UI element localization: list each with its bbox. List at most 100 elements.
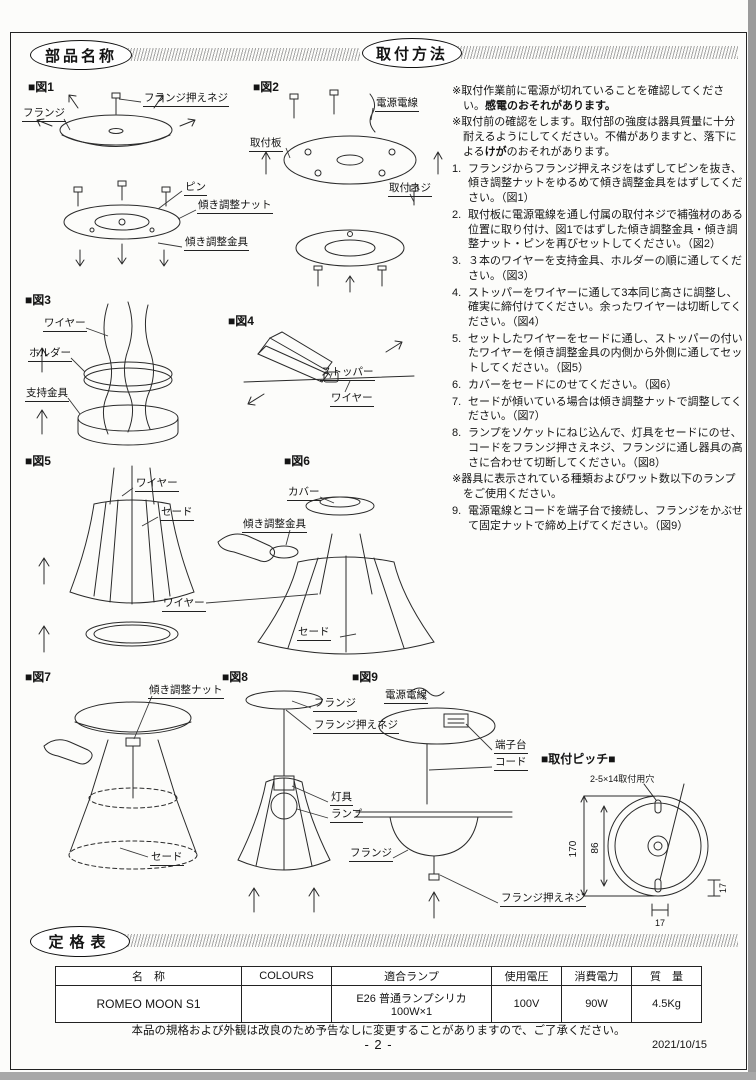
scan-edge-right (748, 0, 756, 1080)
install-section-badge: 取付方法 (362, 38, 462, 68)
fig7-title: ■図7 (25, 670, 51, 684)
scan-edge-bottom (0, 1072, 756, 1080)
step-2-number: 2. (452, 208, 462, 221)
step-1-text: フランジからフランジ押えネジをはずしてピンを抜き、傾き調整ナットをゆるめて傾き調… (468, 162, 743, 205)
fig7-callout-tilt-nut: 傾き調整ナット (148, 684, 224, 699)
fig8-callout-flange-screw: フランジ押えネジ (313, 719, 399, 734)
fig4-callout-stopper: ストッパー (320, 366, 375, 381)
fig2-callout-power-wire: 電源電線 (375, 97, 419, 112)
step-2: 2. 取付板に電源電線を通し付属の取付ネジで補強材のある位置に取り付け、図1ではず… (452, 208, 744, 252)
parts-section-badge: 部品名称 (30, 40, 132, 70)
ratings-cell-name: ROMEO MOON S1 (55, 985, 242, 1023)
ratings-section-title: 定格表 (48, 934, 112, 951)
warning-electric-shock: ※取付作業前に電源が切れていることを確認してください。感電のおそれがあります。 (452, 84, 744, 113)
parts-section-title: 部品名称 (44, 47, 117, 65)
pitch-dim-86: 86 (590, 842, 601, 854)
step-9-number: 9. (452, 504, 462, 517)
fig9-drawing (352, 684, 517, 922)
page-border (10, 32, 747, 1070)
fig2-title: ■図2 (253, 80, 279, 94)
install-instructions: ※取付作業前に電源が切れていることを確認してください。感電のおそれがあります。 … (452, 84, 744, 535)
fig8-drawing (224, 684, 359, 922)
step-7-number: 7. (452, 395, 462, 408)
fig3-callout-wire: ワイヤー (43, 317, 87, 332)
ratings-cell-voltage: 100V (491, 985, 562, 1023)
page-number: - 2 - (364, 1037, 393, 1052)
install-section-title: 取付方法 (375, 45, 448, 63)
step-9-text: 電源電線とコードを端子台で接続し、フランジをかぶせて固定ナットで締め上げてくださ… (468, 504, 743, 532)
warning-electric-shock-bold: 感電のおそれがあります。 (485, 99, 616, 112)
fig5-drawing (30, 464, 240, 664)
fig8-callout-lamp: ランプ (330, 808, 364, 823)
fig3-callout-holder: ホルダー (28, 347, 72, 362)
step-4: 4.ストッパーをワイヤーに通して3本同じ高さに調整し、確実に締付けてください。余… (452, 286, 744, 330)
fig1-callout-tilt-fitting: 傾き調整金具 (184, 236, 249, 251)
step-8: 8. ランプをソケットにねじ込んで、灯具をセードにのせ、コードをフランジ押さえネジ… (452, 426, 744, 470)
ratings-header-lamp: 適合ランプ (331, 966, 492, 986)
step-6-number: 6. (452, 378, 462, 391)
step-8-text: ランプをソケットにねじ込んで、灯具をセードにのせ、コードをフランジ押さえネジ、フ… (468, 427, 743, 469)
ratings-data-row: ROMEO MOON S1 E26 普通ランプシリカ 100W×1 100V 9… (55, 985, 702, 1023)
fig6-callout-tilt-fitting: 傾き調整金具 (242, 518, 307, 533)
fig3-title: ■図3 (25, 293, 51, 307)
ratings-cell-colours (241, 985, 332, 1023)
ratings-header-voltage: 使用電圧 (491, 966, 562, 986)
fig1-title: ■図1 (28, 80, 54, 94)
fig1-callout-pin: ピン (184, 181, 207, 196)
spec-change-note: 本品の規格および外観は改良のため予告なしに変更することがありますので、ご了承くだ… (131, 1025, 626, 1037)
fig1-drawing (30, 88, 240, 288)
step-6: 6. カバーをセードにのせてください。（図6） (452, 378, 744, 393)
step-3-number: 3. (452, 255, 462, 268)
fig8-callout-fixture: 灯具 (330, 791, 353, 806)
ratings-table: 名 称 COLOURS 適合ランプ 使用電圧 消費電力 質 量 ROMEO MO… (55, 966, 702, 1023)
fig9-callout-terminal-block: 端子台 (494, 739, 528, 754)
fig1-callout-flange: フランジ (22, 107, 66, 122)
fig6-callout-shade: セード (297, 626, 331, 641)
install-section-band (374, 46, 738, 59)
ratings-header-row: 名 称 COLOURS 適合ランプ 使用電圧 消費電力 質 量 (55, 966, 702, 986)
pitch-dim-17-bottom: 17 (655, 918, 665, 928)
step-9: 9. 電源電線とコードを端子台で接続し、フランジをかぶせて固定ナットで締め上げてく… (452, 504, 744, 533)
step-7-text: セードが傾いている場合は傾き調整ナットで調整してください。（図7） (468, 395, 743, 423)
warning-fall-injury-bold: けが (484, 145, 507, 158)
ratings-section-badge: 定格表 (30, 926, 130, 957)
ratings-cell-mass: 4.5Kg (631, 985, 702, 1023)
step-5-text: セットしたワイヤーをセードに通し、ストッパーの付いたワイヤーを傾き調整金具の内側… (468, 332, 743, 375)
ratings-section-band (44, 934, 738, 947)
step-2-text: 取付板に電源電線を通し付属の取付ネジで補強材のある位置に取り付け、図1ではずした… (468, 208, 743, 251)
step-7: 7. セードが傾いている場合は傾き調整ナットで調整してください。（図7） (452, 395, 744, 424)
step-6-text: カバーをセードにのせてください。（図6） (468, 378, 678, 391)
fig7-callout-shade: セード (150, 851, 184, 866)
step-3-text: ３本のワイヤーを支持金具、ホルダーの順に通してください。（図3） (468, 255, 743, 282)
step-8-number: 8. (452, 427, 462, 440)
fig4-drawing (236, 324, 421, 422)
fig9-callout-power-wire: 電源電線 (384, 689, 428, 704)
fig1-callout-flange-screw: フランジ押えネジ (143, 92, 229, 107)
fig2-drawing (252, 88, 452, 296)
warning-fall-injury-text: ※取付前の確認をします。取付部の強度は器具質量に十分耐えるようにしてください。不… (452, 116, 737, 158)
mounting-pitch-drawing: 170 86 17 17 (556, 782, 741, 930)
fig4-callout-wire: ワイヤー (330, 392, 374, 407)
fig5-title: ■図5 (25, 454, 51, 468)
step-4-number: 4. (452, 286, 462, 299)
pitch-dim-170: 170 (568, 840, 579, 857)
fig8-title: ■図8 (222, 670, 248, 684)
fig9-callout-flange-screw: フランジ押えネジ (500, 892, 586, 907)
ratings-cell-power: 90W (561, 985, 632, 1023)
fig6-title: ■図6 (284, 454, 310, 468)
ratings-cell-lamp: E26 普通ランプシリカ 100W×1 (331, 985, 492, 1023)
fig4-title: ■図4 (228, 314, 254, 328)
fig9-title: ■図9 (352, 670, 378, 684)
ratings-header-colours: COLOURS (241, 966, 332, 986)
warning-fall-injury-text2: のおそれがあります。 (506, 145, 616, 158)
warning-electric-shock-text: ※取付作業前に電源が切れていることを確認してください。 (452, 85, 725, 112)
fig5-callout-wire: ワイヤー (135, 477, 179, 492)
fig6-callout-cover: カバー (287, 486, 321, 501)
fig2-callout-mount-screw: 取付ネジ (388, 182, 432, 197)
fig5-callout-shade: セード (160, 506, 194, 521)
warning-fall-injury: ※取付前の確認をします。取付部の強度は器具質量に十分耐えるようにしてください。不… (452, 115, 744, 159)
fig9-callout-flange: フランジ (349, 847, 393, 862)
fig3-callout-support: 支持金具 (25, 387, 69, 402)
step-1: 1.フランジからフランジ押えネジをはずしてピンを抜き、傾き調整ナットをゆるめて傾… (452, 162, 744, 206)
pitch-hole-note: 2-5×14取付用穴 (590, 774, 655, 784)
